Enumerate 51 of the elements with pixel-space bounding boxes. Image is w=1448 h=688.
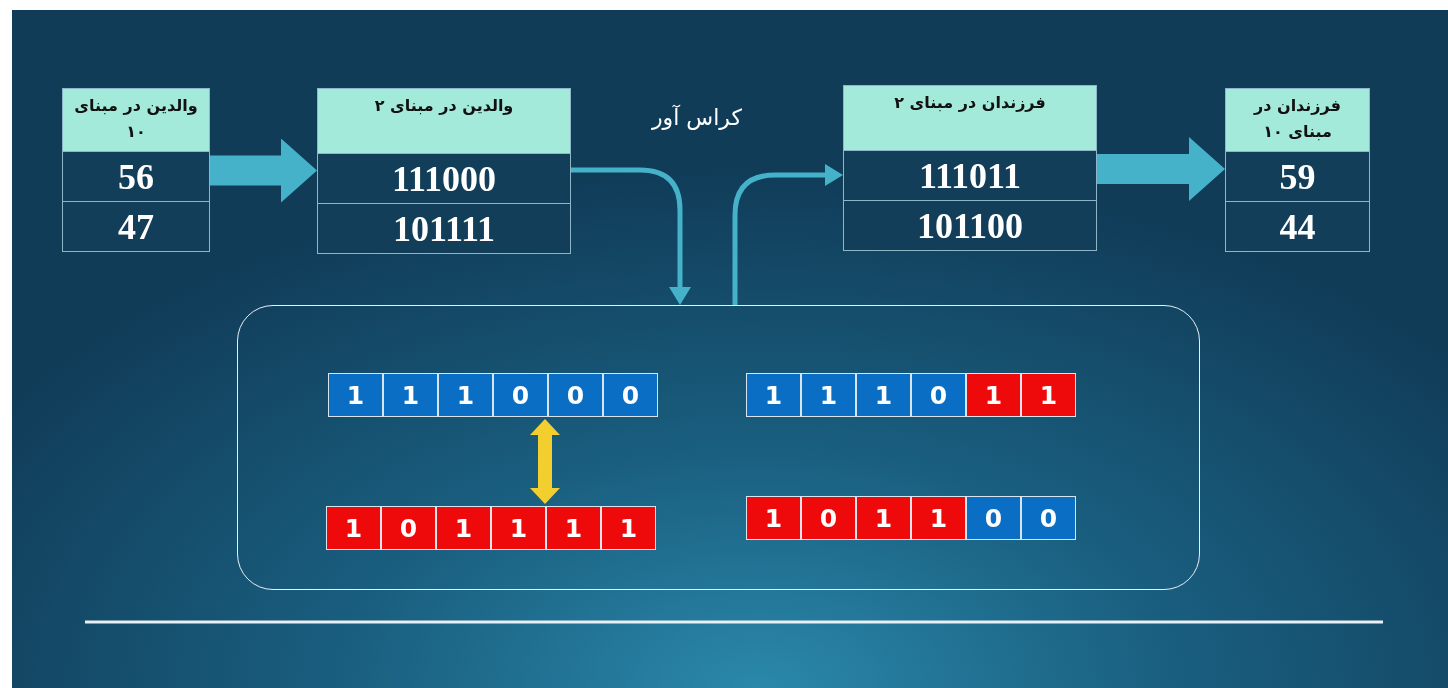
- value-cell: 56: [63, 151, 209, 201]
- data-table: [62, 88, 210, 252]
- rounded-panel: [237, 305, 1200, 590]
- bit-cell: 1: [436, 506, 491, 550]
- bit-cell: 1: [546, 506, 601, 550]
- bit-cell: 1: [491, 506, 546, 550]
- curved-arrow: [571, 167, 691, 305]
- data-table: [1225, 88, 1370, 252]
- block-arrow: [210, 138, 317, 203]
- header-cell: فرزندان در مبنای ۲: [844, 86, 1096, 150]
- value-cell: 111000: [318, 153, 570, 203]
- bit-cell: 1: [326, 506, 381, 550]
- value-cell: 47: [63, 201, 209, 251]
- bit-cell: 0: [801, 496, 856, 540]
- bit-cell: 0: [911, 373, 966, 417]
- bit-strip: [328, 373, 658, 417]
- value-cell: 44: [1226, 201, 1369, 251]
- double-arrow: [530, 419, 560, 504]
- bit-cell: 1: [438, 373, 493, 417]
- bit-cell: 0: [493, 373, 548, 417]
- bit-cell: 1: [1021, 373, 1076, 417]
- bit-cell: 1: [856, 496, 911, 540]
- value-cell: 59: [1226, 151, 1369, 201]
- bit-strip: [746, 496, 1076, 540]
- curved-arrow: [732, 164, 843, 305]
- value-cell: 101111: [318, 203, 570, 253]
- value-cell: 111011: [844, 150, 1096, 200]
- bit-strip: [326, 506, 656, 550]
- data-table: [317, 88, 571, 254]
- bit-cell: 0: [603, 373, 658, 417]
- bit-cell: 1: [746, 496, 801, 540]
- bit-cell: 1: [601, 506, 656, 550]
- bit-cell: 1: [746, 373, 801, 417]
- bit-cell: 1: [911, 496, 966, 540]
- bit-cell: 0: [1021, 496, 1076, 540]
- bit-cell: 1: [856, 373, 911, 417]
- bit-cell: 1: [966, 373, 1021, 417]
- header-cell: والدین در مبنای ۲: [318, 89, 570, 153]
- block-arrow: [1097, 137, 1225, 201]
- bit-cell: 0: [381, 506, 436, 550]
- data-table: [843, 85, 1097, 251]
- bit-cell: 0: [548, 373, 603, 417]
- bit-cell: 1: [383, 373, 438, 417]
- crossover-label: کراس آور: [652, 105, 742, 130]
- bit-strip: [746, 373, 1076, 417]
- bit-cell: 1: [328, 373, 383, 417]
- bit-cell: 1: [801, 373, 856, 417]
- bit-cell: 0: [966, 496, 1021, 540]
- value-cell: 101100: [844, 200, 1096, 250]
- header-cell: والدین در مبنای ۱۰: [63, 89, 209, 151]
- header-cell: فرزندان در مبنای ۱۰: [1226, 89, 1369, 151]
